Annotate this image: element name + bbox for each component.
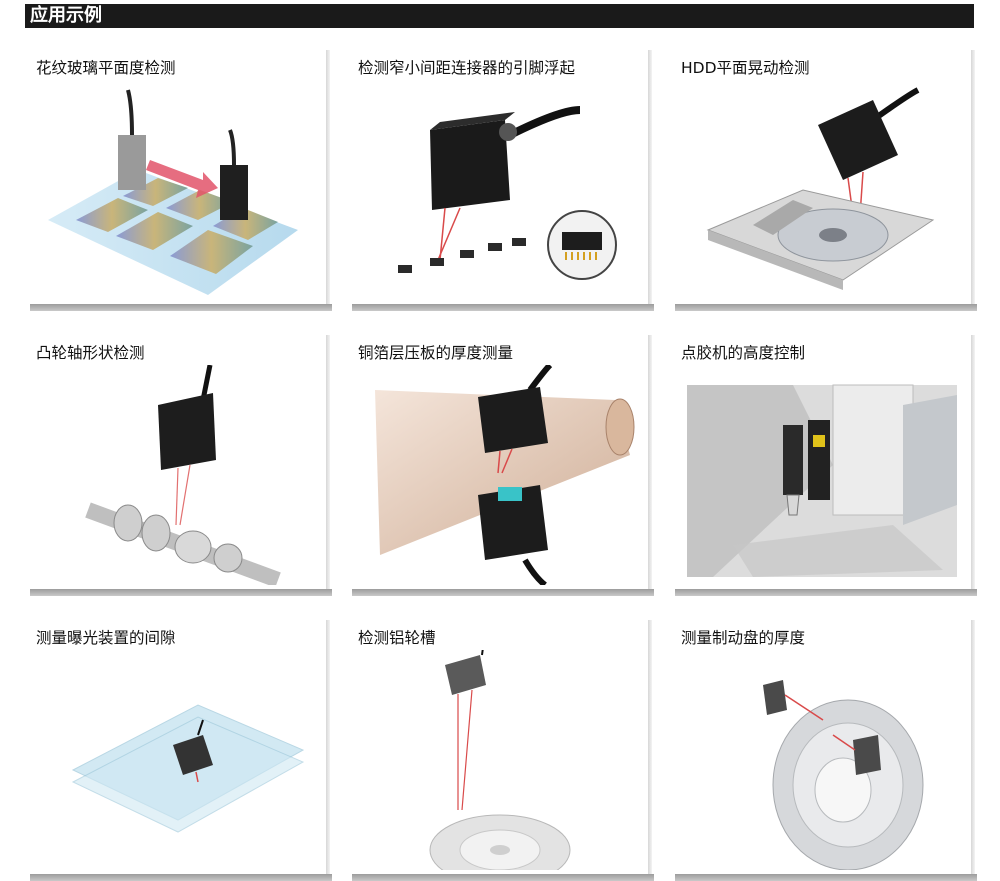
application-card: 测量曝光装置的间隙 [28,620,332,881]
hdd-platter-illustration [673,80,973,300]
card-shadow [971,50,975,305]
application-card: HDD平面晃动检测 [673,50,977,311]
application-card: 检测窄小间距连接器的引脚浮起 [350,50,654,311]
card-title: 测量曝光装置的间隙 [36,629,176,647]
card-title: 测量制动盘的厚度 [681,629,806,647]
card-shadow [648,335,652,590]
aluminum-wheel-illustration [350,650,650,870]
copper-laminate-illustration [350,365,650,585]
brake-disc-illustration [673,650,973,870]
connector-pin-illustration [350,80,650,300]
card-shadow [326,50,330,305]
patterned-glass-illustration [28,80,328,300]
card-title: 点胶机的高度控制 [681,344,806,362]
card-title: 铜箔层压板的厚度测量 [358,344,514,362]
card-title: 花纹玻璃平面度检测 [36,59,176,77]
card-shadow [675,874,977,881]
exposure-gap-illustration [28,650,328,870]
card-shadow [352,589,654,596]
application-card: 测量制动盘的厚度 [673,620,977,881]
card-title: 凸轮轴形状检测 [36,344,145,362]
card-shadow [971,620,975,875]
card-shadow [675,304,977,311]
card-title: 检测铝轮槽 [358,629,436,647]
application-card: 花纹玻璃平面度检测 [28,50,332,311]
application-card: 检测铝轮槽 [350,620,654,881]
camshaft-illustration [28,365,328,585]
card-shadow [352,304,654,311]
card-shadow [648,50,652,305]
application-card: 铜箔层压板的厚度测量 [350,335,654,596]
card-shadow [352,874,654,881]
dispenser-height-illustration [673,365,973,585]
card-shadow [30,589,332,596]
card-title: HDD平面晃动检测 [681,59,810,77]
application-card: 点胶机的高度控制 [673,335,977,596]
section-header: 应用示例 [25,4,974,28]
card-shadow [326,620,330,875]
application-card: 凸轮轴形状检测 [28,335,332,596]
card-shadow [30,304,332,311]
card-shadow [648,620,652,875]
card-shadow [675,589,977,596]
card-shadow [326,335,330,590]
card-shadow [30,874,332,881]
card-title: 检测窄小间距连接器的引脚浮起 [358,59,576,77]
card-shadow [971,335,975,590]
